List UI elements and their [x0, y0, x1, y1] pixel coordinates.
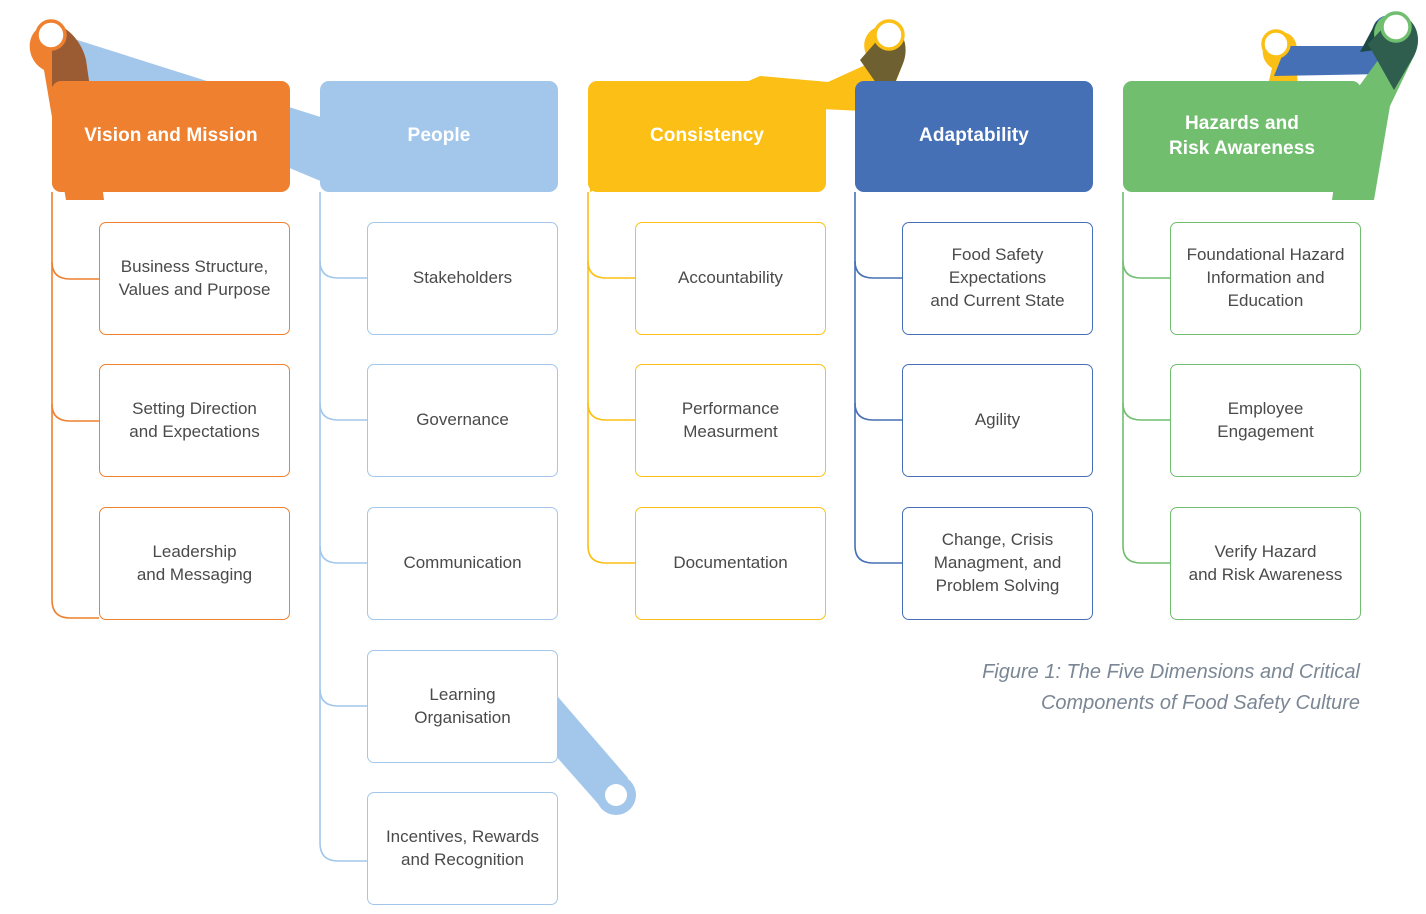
- card-communication[interactable]: Communication: [367, 507, 558, 620]
- card-leadership-and-messaging[interactable]: Leadership and Messaging: [99, 507, 290, 620]
- card-verify-hazard-and-risk-awareness[interactable]: Verify Hazard and Risk Awareness: [1170, 507, 1361, 620]
- connector-group-vision-and-mission: [51, 192, 99, 619]
- column-header-label: Consistency: [649, 125, 765, 147]
- card-label: Setting Direction and Expectations: [129, 398, 260, 441]
- card-label: Agility: [974, 410, 1021, 430]
- card-performance-measurment[interactable]: Performance Measurment: [635, 364, 826, 477]
- card-label: Food Safety Expectations and Current Sta…: [930, 245, 1065, 310]
- card-food-safety-expectations[interactable]: Food Safety Expectations and Current Sta…: [902, 222, 1093, 335]
- card-label: Verify Hazard and Risk Awareness: [1188, 541, 1343, 584]
- column-header-vision-and-mission[interactable]: Vision and Mission: [52, 81, 290, 192]
- column-header-people[interactable]: People: [320, 81, 558, 192]
- card-label: Employee Engagement: [1217, 398, 1314, 441]
- card-foundational-hazard-information[interactable]: Foundational Hazard Information and Educ…: [1170, 222, 1361, 335]
- column-header-label: People: [407, 125, 471, 147]
- connector-group-people: [319, 192, 367, 862]
- card-label: Incentives, Rewards and Recognition: [385, 826, 540, 869]
- card-stakeholders[interactable]: Stakeholders: [367, 222, 558, 335]
- connector-group-consistency: [587, 192, 635, 564]
- card-agility[interactable]: Agility: [902, 364, 1093, 477]
- figure-caption: Figure 1: The Five Dimensions and Critic…: [860, 657, 1360, 719]
- card-learning-organisation[interactable]: Learning Organisation: [367, 650, 558, 763]
- card-label: Governance: [416, 410, 509, 430]
- connector-group-adaptability: [854, 192, 902, 564]
- card-label: Foundational Hazard Information and Educ…: [1186, 245, 1345, 310]
- card-business-structure[interactable]: Business Structure, Values and Purpose: [99, 222, 290, 335]
- column-header-label: Hazards and Risk Awareness: [1168, 113, 1316, 159]
- card-label: Change, Crisis Managment, and Problem So…: [933, 530, 1062, 595]
- column-header-adaptability[interactable]: Adaptability: [855, 81, 1093, 192]
- card-setting-direction[interactable]: Setting Direction and Expectations: [99, 364, 290, 477]
- card-incentives-rewards-recognition[interactable]: Incentives, Rewards and Recognition: [367, 792, 558, 905]
- card-label: Performance Measurment: [681, 398, 780, 441]
- column-header-label: Adaptability: [919, 125, 1029, 147]
- card-label: Business Structure, Values and Purpose: [118, 256, 271, 299]
- card-label: Learning Organisation: [414, 684, 511, 727]
- card-accountability[interactable]: Accountability: [635, 222, 826, 335]
- card-label: Accountability: [678, 268, 783, 288]
- card-label: Communication: [403, 553, 522, 573]
- figure-caption-line-1: Figure 1: The Five Dimensions and Critic…: [982, 661, 1360, 683]
- card-label: Documentation: [673, 553, 788, 573]
- card-change-crisis-management[interactable]: Change, Crisis Managment, and Problem So…: [902, 507, 1093, 620]
- connector-group-hazards-and-risk-awareness: [1122, 192, 1170, 564]
- column-header-label: Vision and Mission: [84, 125, 258, 147]
- figure-caption-line-2: Components of Food Safety Culture: [1040, 692, 1360, 714]
- column-header-consistency[interactable]: Consistency: [588, 81, 826, 192]
- column-header-hazards-and-risk-awareness[interactable]: Hazards and Risk Awareness: [1123, 81, 1361, 192]
- card-documentation[interactable]: Documentation: [635, 507, 826, 620]
- card-employee-engagement[interactable]: Employee Engagement: [1170, 364, 1361, 477]
- card-label: Stakeholders: [412, 268, 513, 288]
- card-label: Leadership and Messaging: [136, 541, 253, 584]
- card-governance[interactable]: Governance: [367, 364, 558, 477]
